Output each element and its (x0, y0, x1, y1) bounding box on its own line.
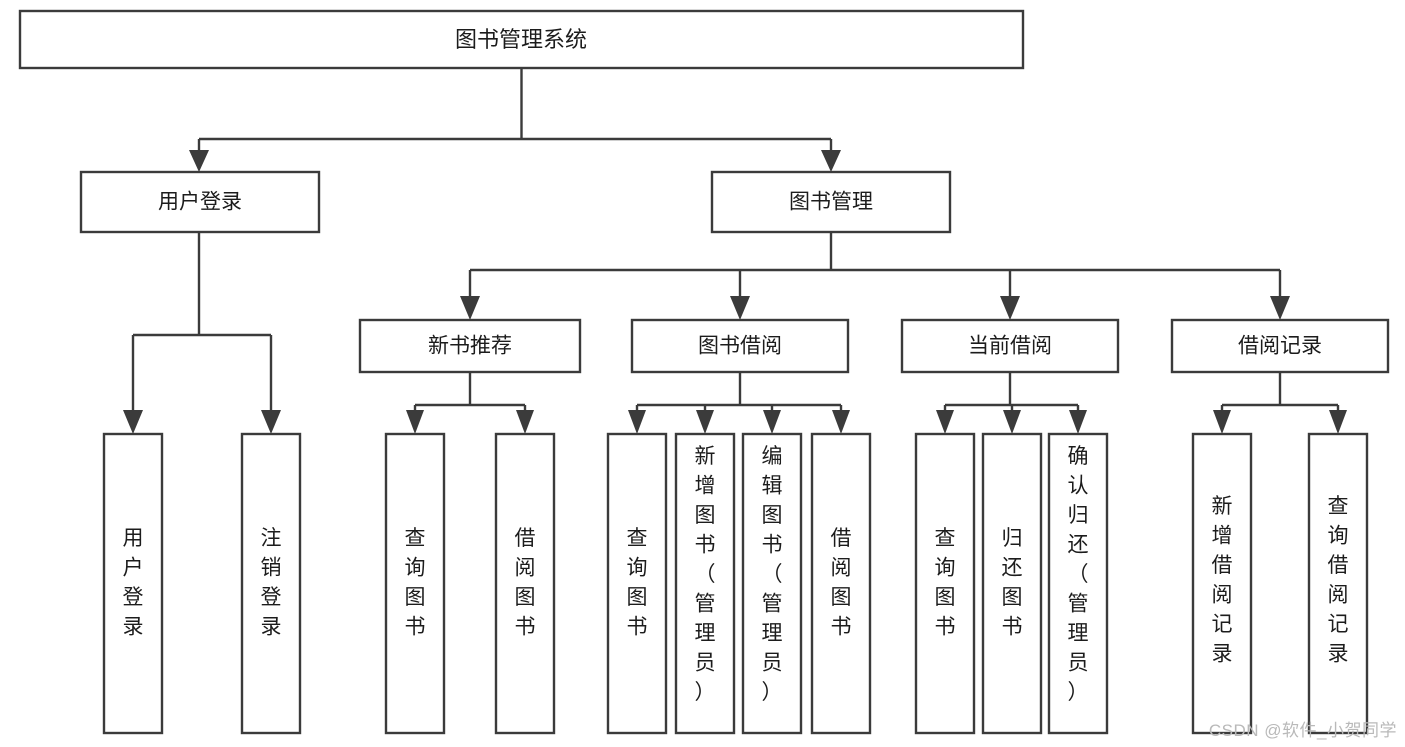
node-leaf-rec-query[interactable]: 查询图书 (384, 432, 446, 735)
arrowhead-new-book-rec (460, 296, 480, 320)
node-leaf-borrow-query-box[interactable] (606, 432, 668, 735)
node-leaf-rec-query2-label: 查询借阅记录 (1328, 495, 1349, 666)
node-leaf-cur-query[interactable]: 查询图书 (914, 432, 976, 735)
node-leaf-borrow-do-box[interactable] (810, 432, 872, 735)
arrowhead-book-manage (821, 150, 841, 172)
node-book-borrow-box[interactable] (630, 318, 850, 374)
arrowhead-leaf-cur-return (1003, 410, 1021, 434)
node-leaf-rec-add[interactable]: 新增借阅记录 (1191, 432, 1253, 735)
arrowhead-leaf-user-logout (261, 410, 281, 434)
node-leaf-rec-borrow[interactable]: 借阅图书 (494, 432, 556, 735)
node-current-borrow[interactable]: 当前借阅 (900, 318, 1120, 374)
node-user-login-label: 用户登录 (158, 191, 242, 214)
arrowhead-borrow-record (1270, 296, 1290, 320)
node-leaf-user-logout-label: 注销登录 (261, 527, 282, 639)
arrowhead-leaf-borrow-edit (763, 410, 781, 434)
node-leaf-borrow-add-box[interactable] (674, 432, 736, 735)
node-book-borrow[interactable]: 图书借阅 (630, 318, 850, 374)
node-leaf-user-logout[interactable]: 注销登录 (240, 432, 302, 735)
node-leaf-borrow-query[interactable]: 查询图书 (606, 432, 668, 735)
node-book-manage-label: 图书管理 (789, 191, 873, 214)
node-leaf-user-logout-box[interactable] (240, 432, 302, 735)
arrowhead-leaf-rec-query (406, 410, 424, 434)
arrowhead-leaf-cur-query (936, 410, 954, 434)
node-leaf-cur-return[interactable]: 归还图书 (981, 432, 1043, 735)
node-book-manage-box[interactable] (710, 170, 952, 234)
node-borrow-record-box[interactable] (1170, 318, 1390, 374)
node-current-borrow-label: 当前借阅 (968, 335, 1052, 358)
node-borrow-record-label: 借阅记录 (1238, 335, 1322, 358)
arrowhead-leaf-borrow-do (832, 410, 850, 434)
node-leaf-rec-query2[interactable]: 查询借阅记录 (1307, 432, 1369, 735)
node-new-book-rec[interactable]: 新书推荐 (358, 318, 582, 374)
node-leaf-cur-confirm-label: 确认归还（管理员） (1068, 445, 1089, 704)
node-book-borrow-label: 图书借阅 (698, 335, 782, 358)
node-leaf-borrow-edit-box[interactable] (741, 432, 803, 735)
node-leaf-cur-return-box[interactable] (981, 432, 1043, 735)
node-current-borrow-box[interactable] (900, 318, 1120, 374)
connector-layer (123, 68, 1347, 434)
node-leaf-rec-query-label: 查询图书 (405, 527, 426, 639)
arrowhead-leaf-rec-add (1213, 410, 1231, 434)
node-leaf-borrow-query-label: 查询图书 (627, 527, 648, 639)
node-leaf-user-login-box[interactable] (102, 432, 164, 735)
node-root-box[interactable] (18, 9, 1025, 70)
arrowhead-leaf-cur-confirm (1069, 410, 1087, 434)
node-leaf-cur-query-box[interactable] (914, 432, 976, 735)
node-leaf-user-login[interactable]: 用户登录 (102, 432, 164, 735)
node-leaf-rec-query2-box[interactable] (1307, 432, 1369, 735)
node-leaf-borrow-edit-label: 编辑图书（管理员） (762, 445, 783, 704)
arrowhead-book-borrow (730, 296, 750, 320)
arrowhead-leaf-user-login (123, 410, 143, 434)
csdn-watermark: CSDN @软件_小贺同学 (1208, 721, 1397, 740)
arrowhead-leaf-rec-borrow (516, 410, 534, 434)
node-leaf-cur-return-label: 归还图书 (1002, 527, 1023, 639)
node-leaf-cur-confirm[interactable]: 确认归还（管理员） (1047, 432, 1109, 735)
arrowhead-user-login (189, 150, 209, 172)
node-root-label: 图书管理系统 (455, 27, 587, 52)
node-leaf-borrow-do[interactable]: 借阅图书 (810, 432, 872, 735)
node-leaf-borrow-add[interactable]: 新增图书（管理员） (674, 432, 736, 735)
node-new-book-rec-box[interactable] (358, 318, 582, 374)
arrowhead-leaf-borrow-add (696, 410, 714, 434)
arrowhead-leaf-borrow-query (628, 410, 646, 434)
arrowhead-current-borrow (1000, 296, 1020, 320)
node-leaf-user-login-label: 用户登录 (123, 527, 144, 639)
node-leaf-borrow-add-label: 新增图书（管理员） (695, 445, 716, 704)
node-leaf-rec-borrow-label: 借阅图书 (515, 527, 536, 639)
node-leaf-rec-add-label: 新增借阅记录 (1212, 495, 1233, 666)
node-book-manage[interactable]: 图书管理 (710, 170, 952, 234)
node-leaf-borrow-edit[interactable]: 编辑图书（管理员） (741, 432, 803, 735)
node-leaf-rec-query-box[interactable] (384, 432, 446, 735)
node-user-login-box[interactable] (79, 170, 321, 234)
arrowhead-leaf-rec-query2 (1329, 410, 1347, 434)
node-new-book-rec-label: 新书推荐 (428, 335, 512, 358)
node-leaf-rec-add-box[interactable] (1191, 432, 1253, 735)
node-leaf-borrow-do-label: 借阅图书 (831, 527, 852, 639)
node-root[interactable]: 图书管理系统 (18, 9, 1025, 70)
node-leaf-cur-confirm-box[interactable] (1047, 432, 1109, 735)
node-leaf-rec-borrow-box[interactable] (494, 432, 556, 735)
node-layer: 图书管理系统 用户登录 图书管理 新书推荐 图书借阅 (18, 9, 1390, 735)
node-user-login[interactable]: 用户登录 (79, 170, 321, 234)
node-borrow-record[interactable]: 借阅记录 (1170, 318, 1390, 374)
node-leaf-cur-query-label: 查询图书 (935, 527, 956, 639)
